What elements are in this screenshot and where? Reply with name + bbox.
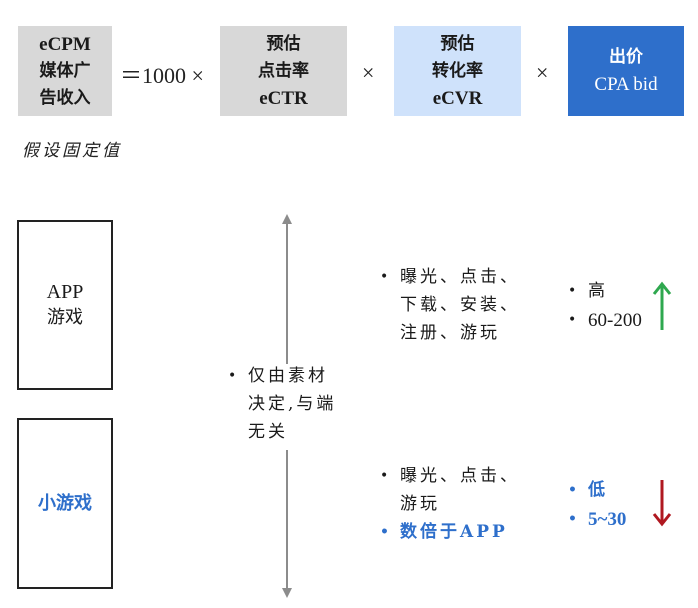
times-operator-2: ×	[536, 60, 549, 85]
mini-conversion-list: 曝光、点击、 游玩 数倍于APP	[378, 462, 520, 546]
mini-conversion-item: 曝光、点击、	[378, 462, 520, 490]
mini-game-label: 小游戏	[38, 492, 92, 514]
axis-arrow-down-head	[282, 588, 292, 598]
mini-bid-level-text: 低	[588, 480, 608, 500]
trend-up-arrow-icon	[652, 281, 672, 330]
app-bid-level: 高	[566, 277, 642, 306]
mini-conversion-highlight: 数倍于APP	[378, 518, 520, 546]
app-bid-level-text: 高	[588, 281, 608, 301]
ctr-note-item: 仅由素材	[226, 362, 336, 390]
bid-term-box: 出价 CPA bid	[568, 26, 684, 116]
ectr-label: eCTR	[259, 87, 308, 109]
axis-arrow-up	[282, 214, 292, 364]
app-conversion-item: 曝光、点击、	[378, 263, 520, 291]
ecvr-line2: 转化率	[432, 60, 483, 81]
ecvr-line1: 预估	[440, 33, 475, 54]
mini-conversion-highlight-text: 数倍于APP	[400, 522, 508, 542]
app-conversion-list: 曝光、点击、 下载、安装、 注册、游玩	[378, 263, 520, 347]
ctr-note-line1: 仅由素材	[248, 366, 328, 386]
times-operator-1: ×	[362, 60, 375, 85]
mini-conversion-line2: 游玩	[400, 494, 440, 514]
assumption-note: 假设固定值	[22, 141, 122, 161]
mini-game-box: 小游戏	[17, 418, 113, 589]
ctr-note-line2: 决定,与端	[248, 394, 337, 414]
axis-arrow-up-head	[282, 214, 292, 224]
bid-label: CPA bid	[594, 74, 658, 95]
ctr-note-line3: 无关	[248, 422, 288, 442]
mini-bid-level: 低	[566, 476, 626, 505]
ectr-term-box: 预估 点击率 eCTR	[220, 26, 347, 116]
app-game-box: APP 游戏	[17, 220, 113, 390]
app-bid-range: 60-200	[566, 306, 642, 336]
ctr-note-list: 仅由素材 决定,与端 无关	[226, 362, 336, 446]
ectr-line1: 预估	[266, 33, 301, 54]
ectr-line2: 点击率	[258, 60, 309, 81]
mini-bid-range: 5~30	[566, 505, 626, 535]
ecpm-desc-line1: 媒体广	[39, 60, 91, 81]
app-conversion-line1: 曝光、点击、	[400, 267, 520, 287]
axis-arrow-down	[282, 450, 292, 598]
ecvr-label: eCVR	[432, 87, 483, 109]
mini-bid-list: 低 5~30	[566, 476, 626, 535]
trend-down-arrow-icon	[652, 480, 672, 527]
bid-line1: 出价	[609, 47, 643, 67]
ecpm-label: eCPM	[39, 33, 91, 55]
app-conversion-line3: 注册、游玩	[400, 323, 500, 343]
app-game-line1: APP	[46, 281, 84, 303]
ecvr-term-box: 预估 转化率 eCVR	[394, 26, 521, 116]
ecpm-desc-line2: 告收入	[39, 87, 91, 108]
app-bid-list: 高 60-200	[566, 277, 642, 336]
app-conversion-line2: 下载、安装、	[400, 295, 520, 315]
mini-conversion-line1: 曝光、点击、	[400, 466, 520, 486]
equals-1000-times: ＝1000 ×	[120, 63, 204, 88]
mini-bid-range-text: 5~30	[588, 509, 627, 530]
ecpm-term-box: eCPM 媒体广 告收入	[18, 26, 112, 116]
app-bid-range-text: 60-200	[588, 310, 642, 331]
app-game-line2: 游戏	[46, 307, 83, 328]
